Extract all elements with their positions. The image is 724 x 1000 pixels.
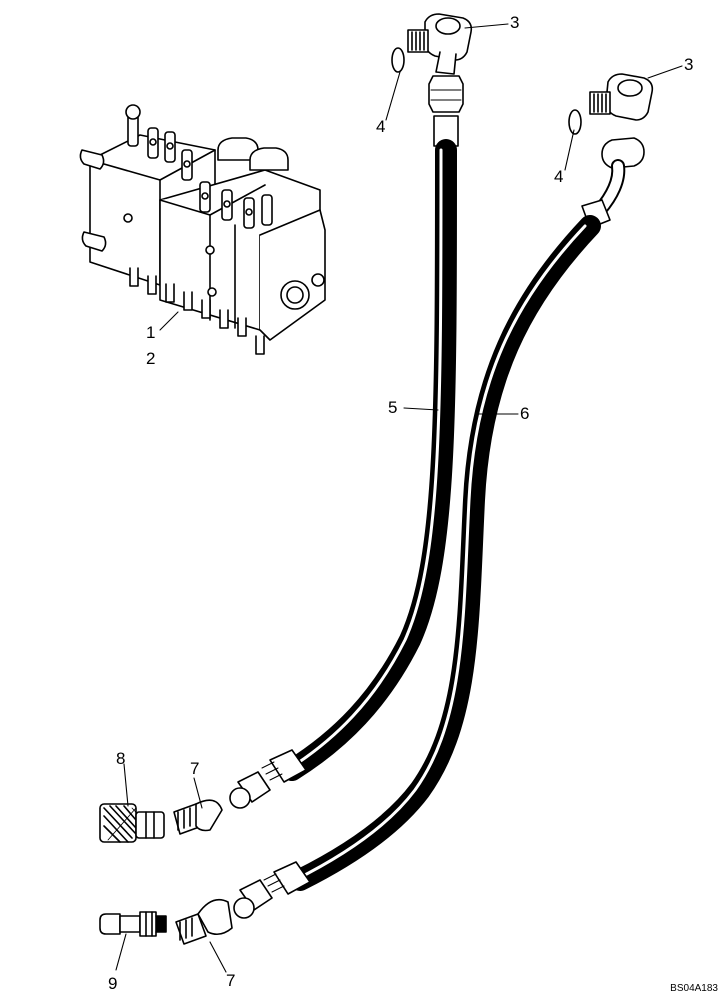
callout-4-lower: 4 <box>554 167 564 186</box>
callout-6: 6 <box>520 404 530 423</box>
o-ring-lower <box>568 109 582 135</box>
callout-4-upper: 4 <box>376 117 386 136</box>
callout-9: 9 <box>108 974 118 993</box>
elbow-adapter-lower <box>175 898 233 945</box>
quick-coupler-male <box>99 911 167 937</box>
callout-1: 1 <box>146 323 156 342</box>
callout-3-lower: 3 <box>684 55 694 74</box>
elbow-fitting-lower <box>589 73 654 121</box>
reference-code: BS04A183 <box>670 983 718 994</box>
callout-5: 5 <box>388 398 398 417</box>
callout-7-lower: 7 <box>226 971 236 990</box>
callout-2: 2 <box>146 349 156 368</box>
callout-8: 8 <box>116 749 126 768</box>
control-valve-assembly <box>79 104 326 355</box>
callout-3-upper: 3 <box>510 13 520 32</box>
callout-7-upper: 7 <box>190 759 200 778</box>
leader-lines <box>115 23 683 973</box>
hose-5 <box>229 75 464 809</box>
elbow-fitting-upper <box>407 13 473 75</box>
quick-coupler-female <box>99 803 165 843</box>
elbow-adapter-upper <box>173 799 223 835</box>
hose-6 <box>233 137 645 919</box>
o-ring-upper <box>391 47 405 73</box>
